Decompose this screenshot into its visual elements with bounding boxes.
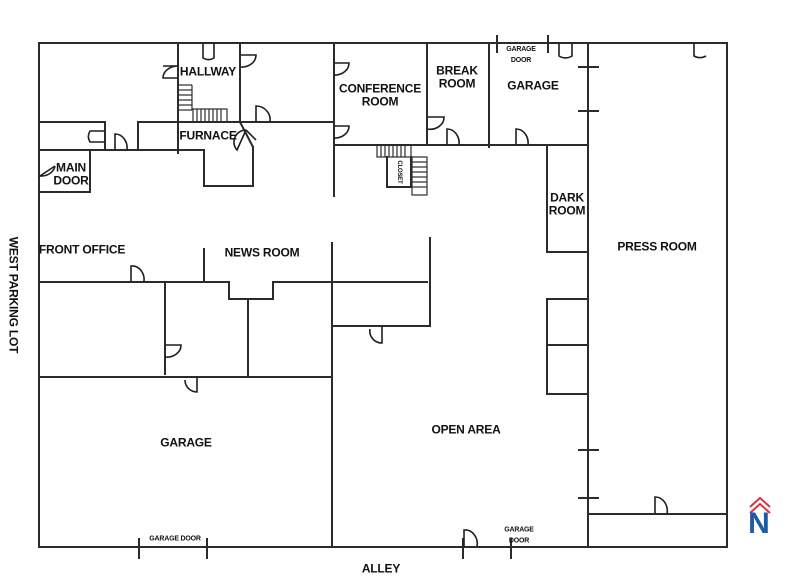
label-hallway: HALLWAY [179,64,237,79]
compass-north-letter: N [748,507,770,540]
label-garage-south: GARAGE [160,435,212,450]
compass-arrow-icon [749,496,771,514]
label-open-area: OPEN AREA [431,422,501,437]
north-compass: N [748,494,770,548]
garage-door-marks [138,35,599,559]
interior-walls [38,42,728,548]
label-garage-north: GARAGE [507,78,559,93]
label-garage-south-door: GARAGE DOOR [149,535,201,543]
label-press-room: PRESS ROOM [617,239,697,254]
label-conference-room: CONFERENCE ROOM [338,81,422,108]
label-front-office: FRONT OFFICE [38,242,126,257]
label-garage-north-door: GARAGE DOOR [506,45,536,64]
label-break-room: BREAK ROOM [436,63,478,90]
label-news-room: NEWS ROOM [224,245,300,260]
outer-walls [38,42,728,548]
label-closet: CLOSET [396,160,403,184]
label-garage-east-door: GARAGE DOOR [504,526,534,545]
stairs-hallway [178,84,228,123]
door-swings [37,43,707,548]
label-dark-room: DARK ROOM [548,190,586,217]
stairs-closet [376,144,428,196]
label-alley: ALLEY [361,561,401,576]
label-furnace: FURNACE [179,128,237,143]
label-main-door: MAIN DOOR [53,160,89,187]
label-west-parking-lot: WEST PARKING LOT [6,236,21,354]
